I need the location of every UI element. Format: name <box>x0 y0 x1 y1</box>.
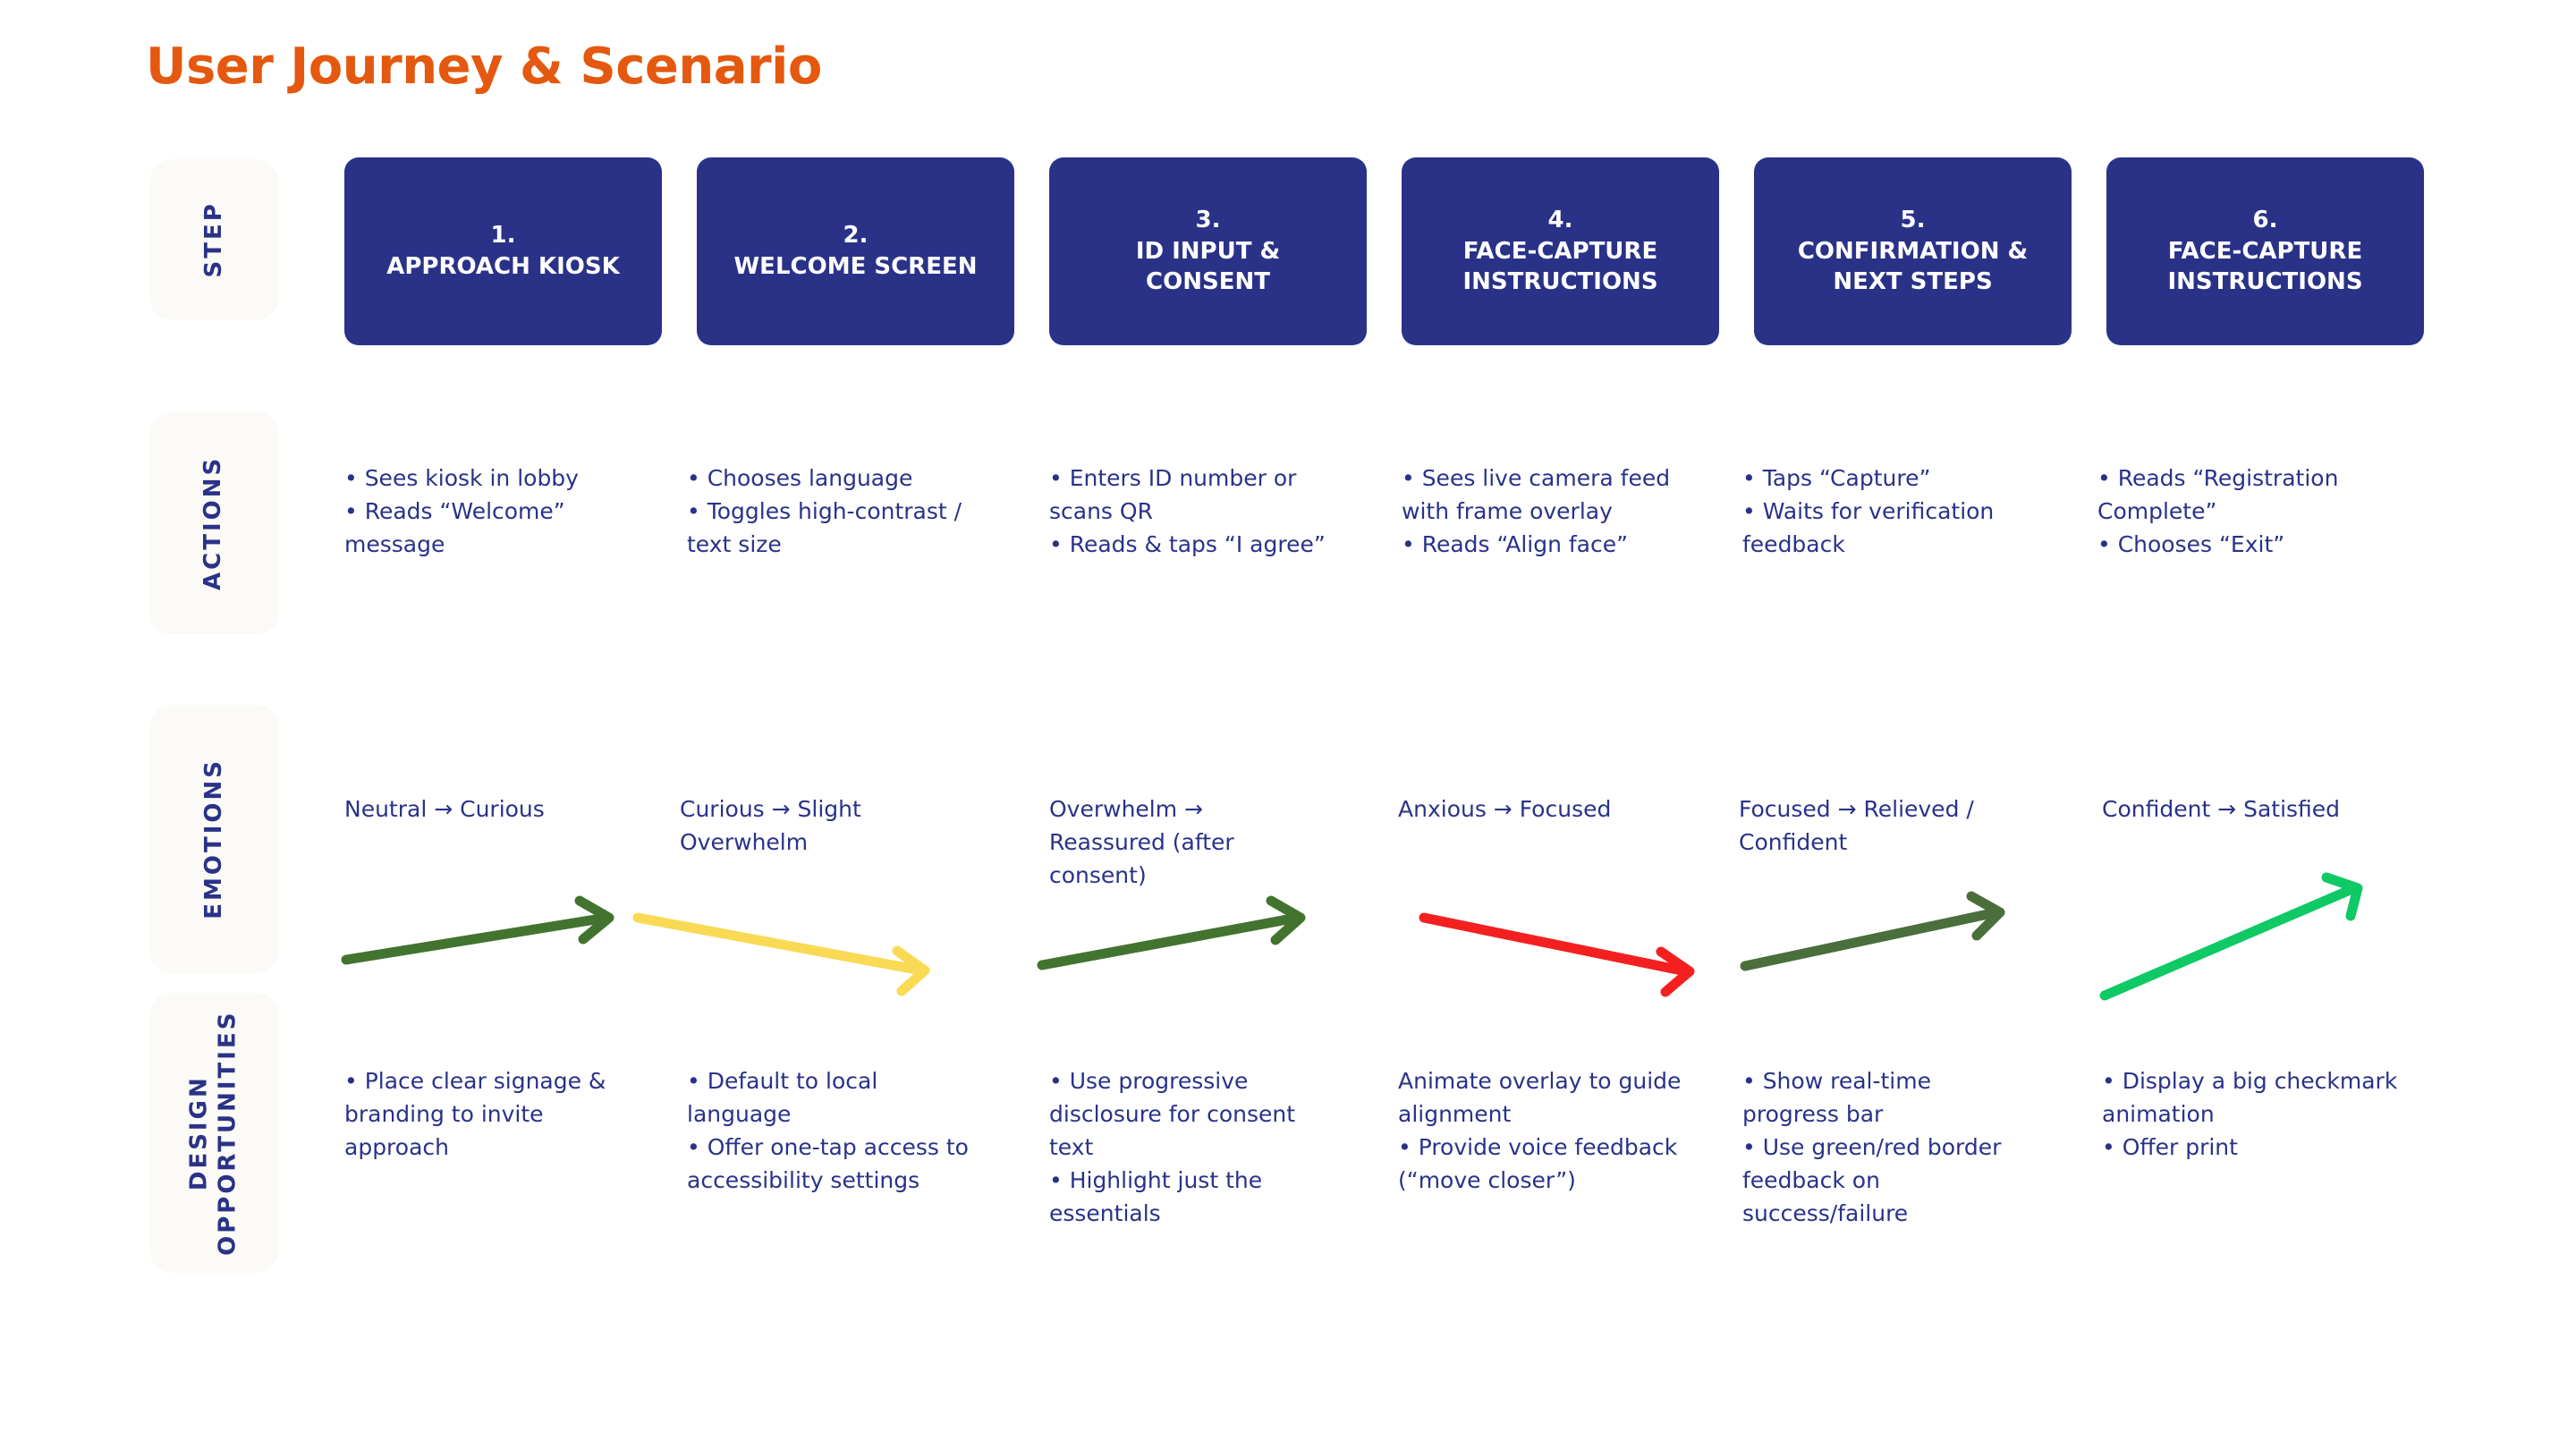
row-label-design-opportunities: DESIGN OPPORTUNITIES <box>149 993 279 1273</box>
emotion-label-2: Curious → Slight Overwhelm <box>680 796 861 855</box>
row-label-step: STEP <box>149 159 279 320</box>
step-card-2[interactable]: 2. WELCOME SCREEN <box>697 157 1014 345</box>
design-cell-2: • Default to local language • Offer one-… <box>687 1068 969 1193</box>
row-label-actions-text: ACTIONS <box>199 455 227 591</box>
page-title: User Journey & Scenario <box>146 38 822 96</box>
design-cell-4: Animate overlay to guide alignment • Pro… <box>1398 1068 1682 1193</box>
step-number-2: 2. <box>843 222 869 250</box>
step-name-1: APPROACH KIOSK <box>386 253 620 280</box>
arrow-focused-to-relieved <box>1740 891 2005 971</box>
arrow-confident-to-satisfied <box>2099 872 2363 1001</box>
emotion-label-6: Confident → Satisfied <box>2102 796 2341 822</box>
actions-cell-4: • Sees live camera feed with frame overl… <box>1402 465 1671 557</box>
arrow-curious-to-overwhelm <box>632 912 930 996</box>
actions-cell-5: • Taps “Capture” • Waits for verificatio… <box>1742 465 1995 557</box>
actions-cell-1: • Sees kiosk in lobby • Reads “Welcome” … <box>344 465 579 557</box>
row-label-actions: ACTIONS <box>149 411 279 635</box>
step-card-5[interactable]: 5. CONFIRMATION & NEXT STEPS <box>1754 157 2072 345</box>
step-number-4: 4. <box>1547 207 1573 234</box>
arrow-overwhelm-to-reassured <box>1037 895 1306 970</box>
design-cell-6: • Display a big checkmark animation • Of… <box>2102 1068 2398 1160</box>
step-name-3: ID INPUT & CONSENT <box>1135 237 1281 296</box>
design-cell-1: • Place clear signage & branding to invi… <box>344 1068 606 1160</box>
arrow-anxious-to-focused <box>1419 912 1695 997</box>
actions-cell-2: • Chooses language • Toggles high-contra… <box>687 465 962 557</box>
emotion-label-5: Focused → Relieved / Confident <box>1739 796 1974 855</box>
actions-cell-6: • Reads “Registration Complete” • Choose… <box>2097 465 2339 557</box>
emotion-label-1: Neutral → Curious <box>344 796 545 822</box>
step-number-6: 6. <box>2252 207 2278 234</box>
step-card-3[interactable]: 3. ID INPUT & CONSENT <box>1049 157 1367 345</box>
step-name-2: WELCOME SCREEN <box>733 253 978 280</box>
row-label-emotions: EMOTIONS <box>149 705 279 973</box>
emotion-label-3: Overwhelm → Reassured (after consent) <box>1049 796 1234 888</box>
step-card-1[interactable]: 1. APPROACH KIOSK <box>344 157 662 345</box>
design-cell-5: • Show real-time progress bar • Use gree… <box>1742 1068 2002 1226</box>
step-number-3: 3. <box>1195 207 1221 234</box>
emotion-label-4: Anxious → Focused <box>1398 796 1612 822</box>
row-label-emotions-text: EMOTIONS <box>199 758 227 919</box>
step-card-6[interactable]: 6. FACE-CAPTURE INSTRUCTIONS <box>2106 157 2424 345</box>
step-number-1: 1. <box>490 222 516 250</box>
step-name-6: FACE-CAPTURE INSTRUCTIONS <box>2167 237 2363 296</box>
arrow-neutral-to-curious <box>341 895 614 965</box>
row-label-design-opportunities-text: DESIGN OPPORTUNITIES <box>185 1010 242 1256</box>
design-cell-3: • Use progressive disclosure for consent… <box>1049 1068 1296 1226</box>
actions-cell-3: • Enters ID number or scans QR • Reads &… <box>1049 465 1326 557</box>
step-number-5: 5. <box>1900 207 1926 234</box>
row-label-step-text: STEP <box>199 201 227 278</box>
step-card-4[interactable]: 4. FACE-CAPTURE INSTRUCTIONS <box>1402 157 1719 345</box>
step-name-4: FACE-CAPTURE INSTRUCTIONS <box>1462 237 1658 296</box>
step-name-5: CONFIRMATION & NEXT STEPS <box>1797 237 2029 296</box>
